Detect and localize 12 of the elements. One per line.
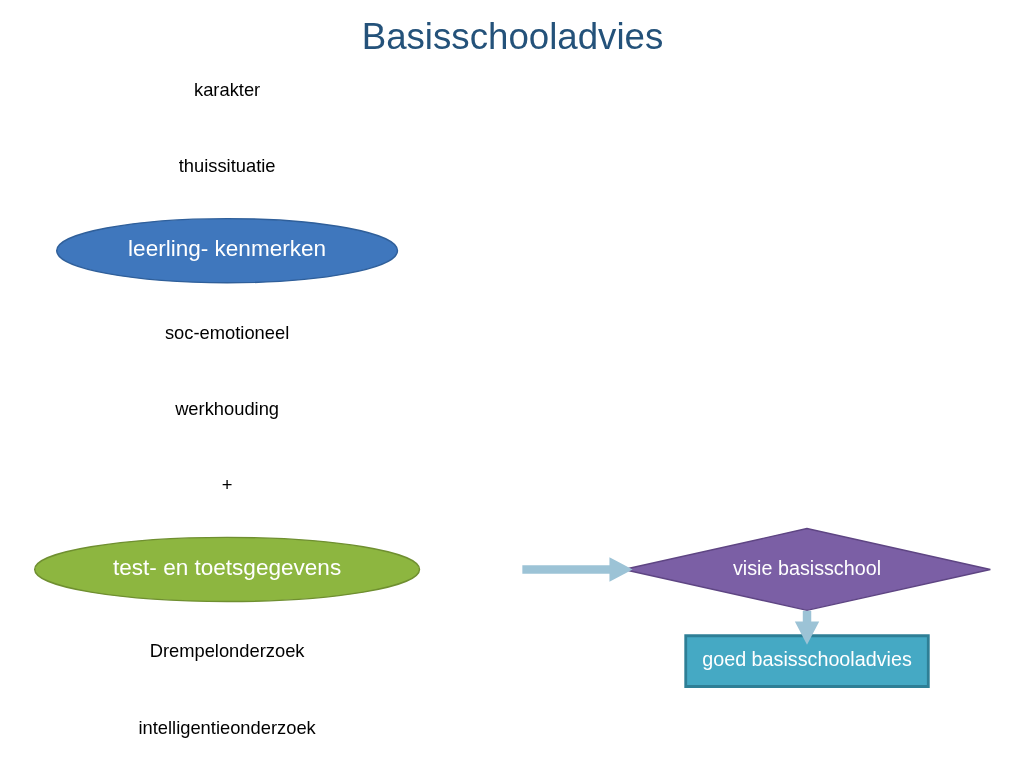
diagram-title: Basisschooladvies — [361, 15, 663, 57]
node-box: goed basisschooladvies — [683, 634, 930, 688]
label: thuissituatie — [178, 155, 276, 177]
node-ellipse: test- en toetsgegevens — [33, 536, 420, 603]
label: intelligentieonderzoek — [137, 716, 316, 738]
label: werkhouding — [174, 397, 279, 419]
label: + — [221, 474, 232, 496]
label: soc-emotioneel — [164, 321, 289, 343]
label: Drempelonderzoek — [149, 640, 305, 662]
arrow — [521, 557, 633, 582]
label: karakter — [193, 79, 260, 101]
node-ellipse: leerling- kenmerken — [55, 217, 398, 284]
